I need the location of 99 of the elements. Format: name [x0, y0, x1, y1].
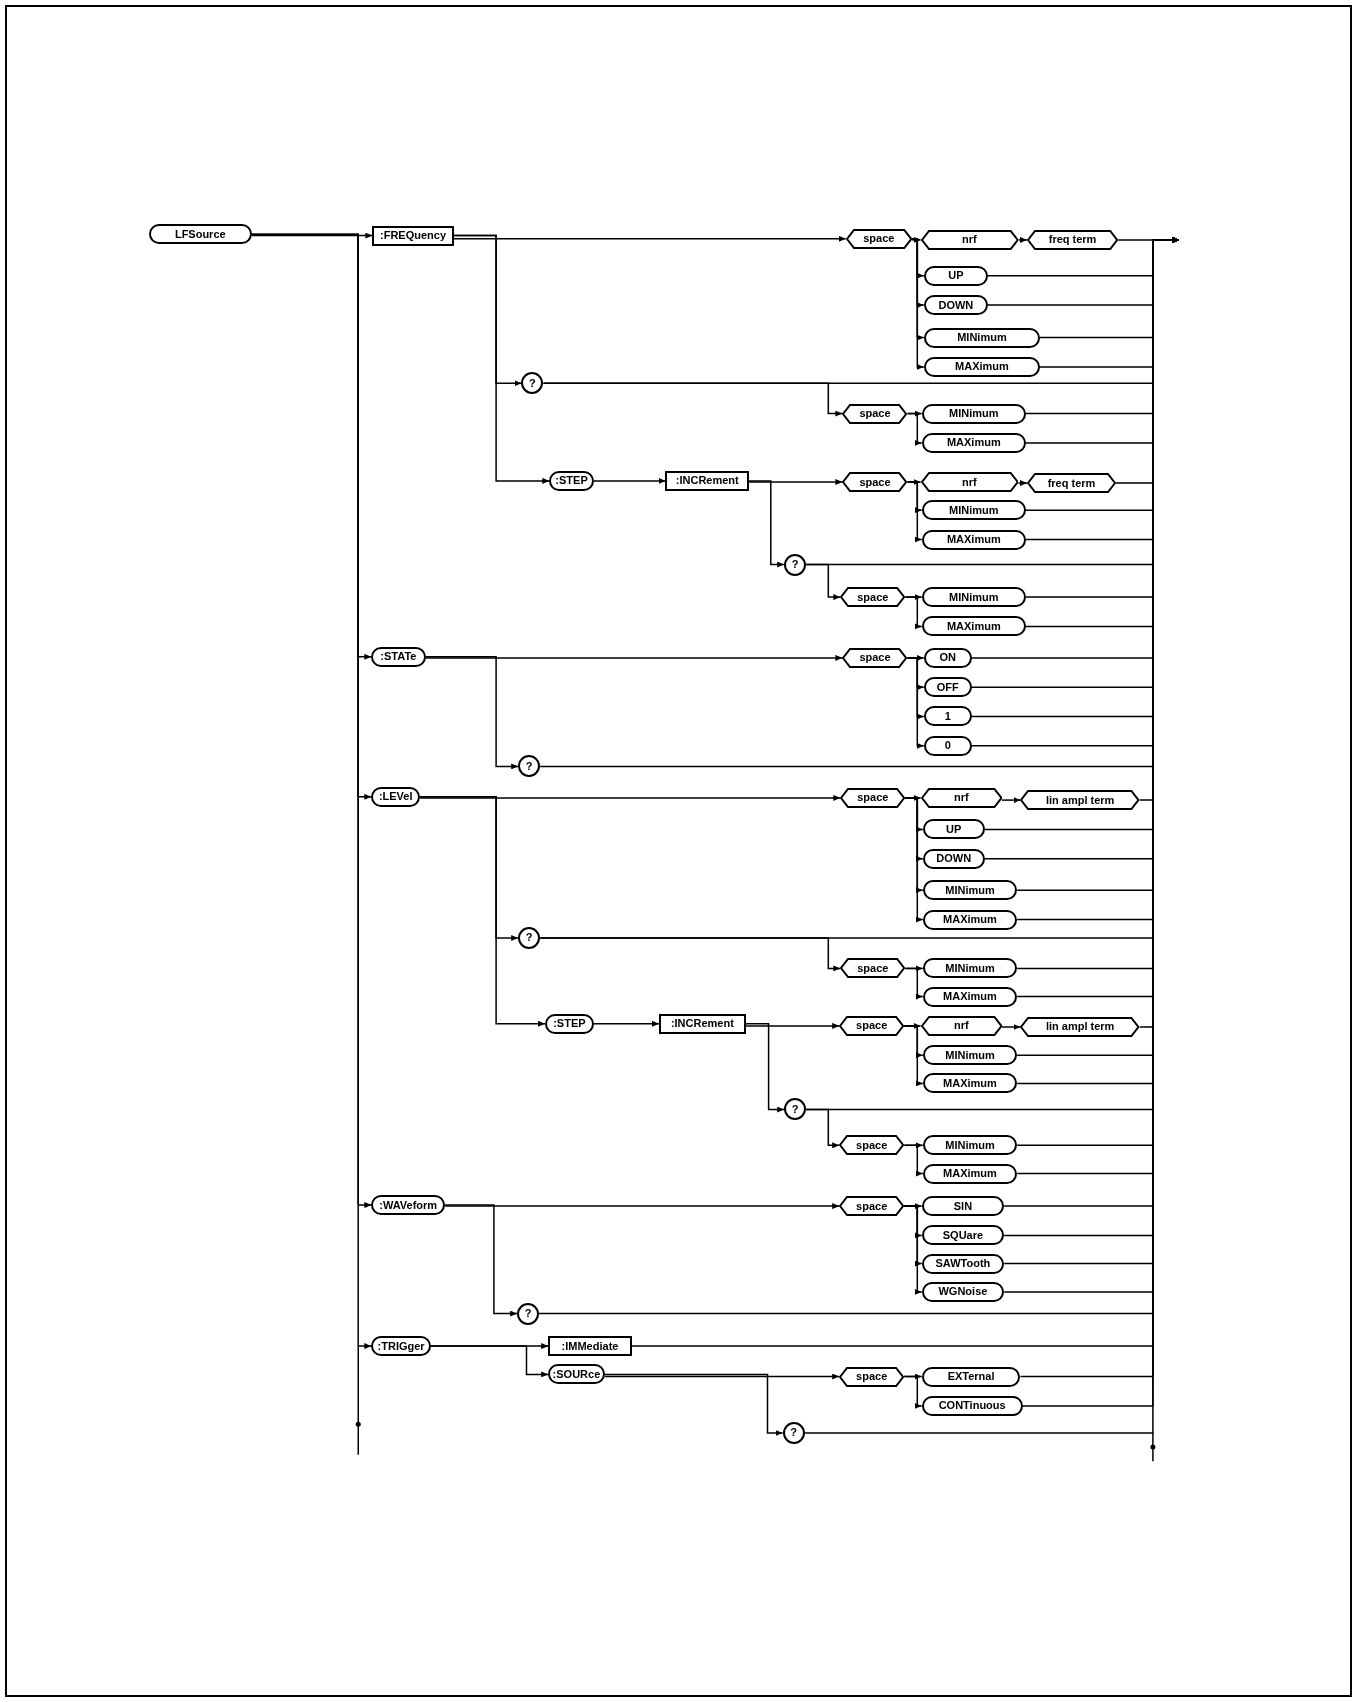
hexagon-box: space — [842, 647, 908, 668]
hexagon-box: nrf — [920, 229, 1019, 250]
rectangle-box: :INCRement — [658, 1013, 746, 1034]
rounded-box: UP — [923, 265, 988, 286]
rounded-box: MINimum — [923, 327, 1040, 348]
arrow — [906, 481, 923, 543]
arrow — [903, 1375, 923, 1409]
rectangle-box: :FREQuency — [372, 225, 454, 246]
hexagon-box: nrf — [920, 472, 1019, 492]
rounded-box: CONTinuous — [921, 1395, 1023, 1416]
rounded-box: ON — [923, 647, 972, 668]
arrow — [1017, 236, 1028, 243]
arrow — [904, 967, 924, 1000]
arrow — [906, 412, 923, 446]
rounded-box: MAXimum — [922, 1073, 1018, 1094]
arrow — [1001, 1024, 1022, 1030]
hexagon-box: nrf — [920, 787, 1002, 808]
hexagon-box: space — [840, 787, 906, 808]
rounded-box: MAXimum — [921, 432, 1026, 453]
arrow — [745, 1022, 785, 1113]
arrow — [542, 382, 844, 417]
arrow — [453, 234, 551, 484]
arrow — [419, 796, 546, 1027]
rounded-box: MAXimum — [921, 529, 1026, 550]
hexagon-box: space — [839, 1366, 905, 1387]
arrow — [748, 479, 844, 485]
arrow — [419, 794, 842, 801]
hexagon-box: space — [839, 1196, 905, 1217]
rounded-box: MINimum — [922, 1135, 1018, 1156]
hexagon-box: space — [840, 587, 906, 608]
rounded-box: OFF — [923, 677, 972, 698]
rounded-box: MAXimum — [922, 909, 1018, 930]
hexagon-box: freq term — [1026, 473, 1116, 494]
arrow — [903, 1025, 924, 1087]
rounded-box: WGNoise — [921, 1281, 1005, 1302]
hexagon-box: space — [839, 1015, 905, 1036]
arrow — [430, 1345, 549, 1378]
rounded-box: MINimum — [921, 587, 1026, 608]
arrow — [251, 232, 374, 239]
arrow — [1001, 797, 1022, 804]
rounded-box: SQUare — [921, 1225, 1005, 1246]
arrow — [424, 656, 519, 770]
hexagon-box: space — [839, 1135, 905, 1156]
rounded-box: :SOURce — [548, 1364, 605, 1385]
rounded-box: MINimum — [922, 958, 1018, 979]
rectangle-box: :IMMediate — [548, 1336, 632, 1357]
hexagon-box: space — [842, 472, 908, 492]
hexagon-box: freq term — [1026, 229, 1119, 250]
arrow — [906, 657, 925, 749]
arrow — [904, 797, 924, 923]
arrow — [444, 1203, 840, 1210]
arrow — [603, 1373, 840, 1380]
rounded-box: SIN — [921, 1196, 1005, 1217]
rounded-box: MINimum — [922, 880, 1018, 901]
rounded-box: :TRIGger — [371, 1336, 431, 1357]
rounded-box: MAXimum — [922, 1163, 1018, 1184]
rounded-box: LFSource — [148, 224, 252, 245]
hexagon-box: space — [842, 403, 908, 424]
arrow — [911, 236, 922, 243]
rounded-box: :STEP — [549, 470, 594, 491]
rounded-box: :LEVel — [371, 786, 421, 807]
rounded-box: MINimum — [921, 500, 1026, 521]
rounded-box: MAXimum — [923, 356, 1040, 377]
rounded-box: MAXimum — [922, 986, 1018, 1007]
arrow — [805, 563, 842, 601]
arrow — [748, 480, 785, 568]
arrow — [903, 1205, 923, 1295]
arrow — [745, 1022, 840, 1029]
arrow — [903, 1144, 924, 1177]
hexagon-box: space — [840, 958, 906, 979]
arrow — [593, 1020, 660, 1027]
hexagon-box: space — [845, 228, 912, 249]
rounded-box: :WAVeform — [371, 1195, 446, 1215]
hexagon-box: nrf — [920, 1015, 1002, 1036]
arrow — [593, 477, 667, 484]
rounded-box: UP — [922, 819, 985, 840]
arrow — [803, 236, 1180, 1434]
rounded-box: 0 — [923, 735, 972, 756]
arrow — [539, 937, 842, 972]
hexagon-box: lin ampl term — [1020, 1016, 1140, 1037]
hexagon-box: lin ampl term — [1020, 790, 1140, 811]
arrow — [424, 654, 844, 661]
rounded-box: DOWN — [923, 295, 988, 316]
rounded-box: EXTernal — [921, 1366, 1021, 1387]
rounded-box: DOWN — [922, 848, 985, 869]
rounded-box: :STATe — [371, 646, 426, 667]
rounded-box: 1 — [923, 706, 972, 727]
rectangle-box: :INCRement — [665, 470, 750, 491]
arrow — [904, 596, 923, 630]
arrow — [444, 1204, 518, 1317]
rounded-box: :STEP — [544, 1013, 594, 1034]
arrow — [453, 235, 847, 242]
rounded-box: SAWTooth — [921, 1253, 1005, 1274]
arrow — [603, 1373, 784, 1436]
arrow — [805, 1108, 840, 1149]
arrow — [1017, 480, 1028, 487]
rounded-box: MINimum — [921, 403, 1026, 424]
rounded-box: MAXimum — [921, 616, 1026, 637]
rounded-box: MINimum — [922, 1045, 1018, 1066]
